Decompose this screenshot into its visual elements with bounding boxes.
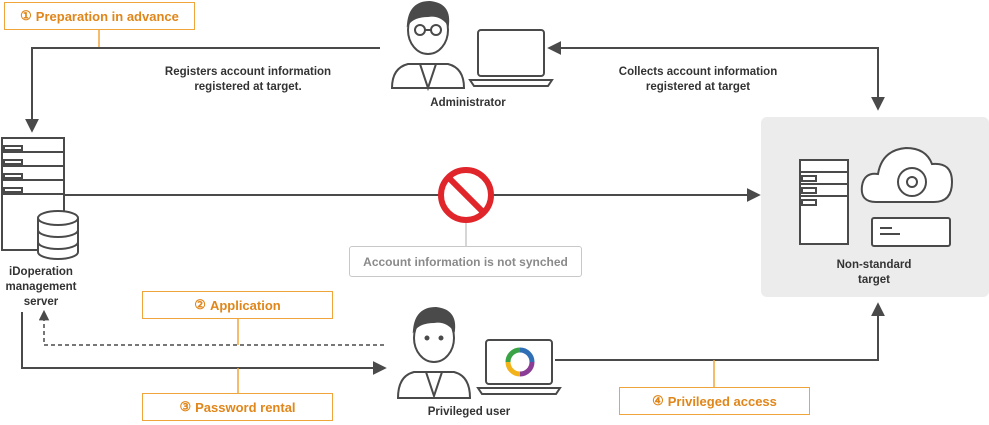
idoperation-logo-icon xyxy=(505,347,535,377)
admin-person-icon xyxy=(390,0,466,92)
not-synched-badge: Account information is not synched xyxy=(349,246,582,277)
collects-label: Collects account information registered … xyxy=(618,66,778,93)
registers-label: Registers account information registered… xyxy=(164,66,332,93)
application-arrow xyxy=(38,309,384,346)
cloud-gear-icon xyxy=(860,146,954,203)
appliance-icon xyxy=(871,217,951,247)
database-icon xyxy=(37,210,79,260)
target-to-admin-arrow xyxy=(547,41,879,100)
target-label: Non-standard target xyxy=(836,259,912,286)
step-application: ② Application xyxy=(142,291,333,319)
step-preparation: ① Preparation in advance xyxy=(4,2,195,30)
password-rental-arrow xyxy=(21,312,387,375)
user-laptop-icon xyxy=(476,339,562,395)
target-server-icon xyxy=(799,159,849,245)
prohibit-icon xyxy=(438,167,494,223)
step-privileged-access: ④ Privileged access xyxy=(619,387,810,415)
administrator-label: Administrator xyxy=(430,97,506,109)
privileged-user-label: Privileged user xyxy=(427,406,511,418)
admin-laptop-icon xyxy=(468,29,554,87)
server-label: iDoperation management server xyxy=(5,266,77,308)
user-person-icon xyxy=(396,306,472,400)
step-password-rental: ③ Password rental xyxy=(142,393,333,421)
admin-to-server-arrow xyxy=(25,47,380,133)
privileged-access-arrow xyxy=(555,302,885,361)
